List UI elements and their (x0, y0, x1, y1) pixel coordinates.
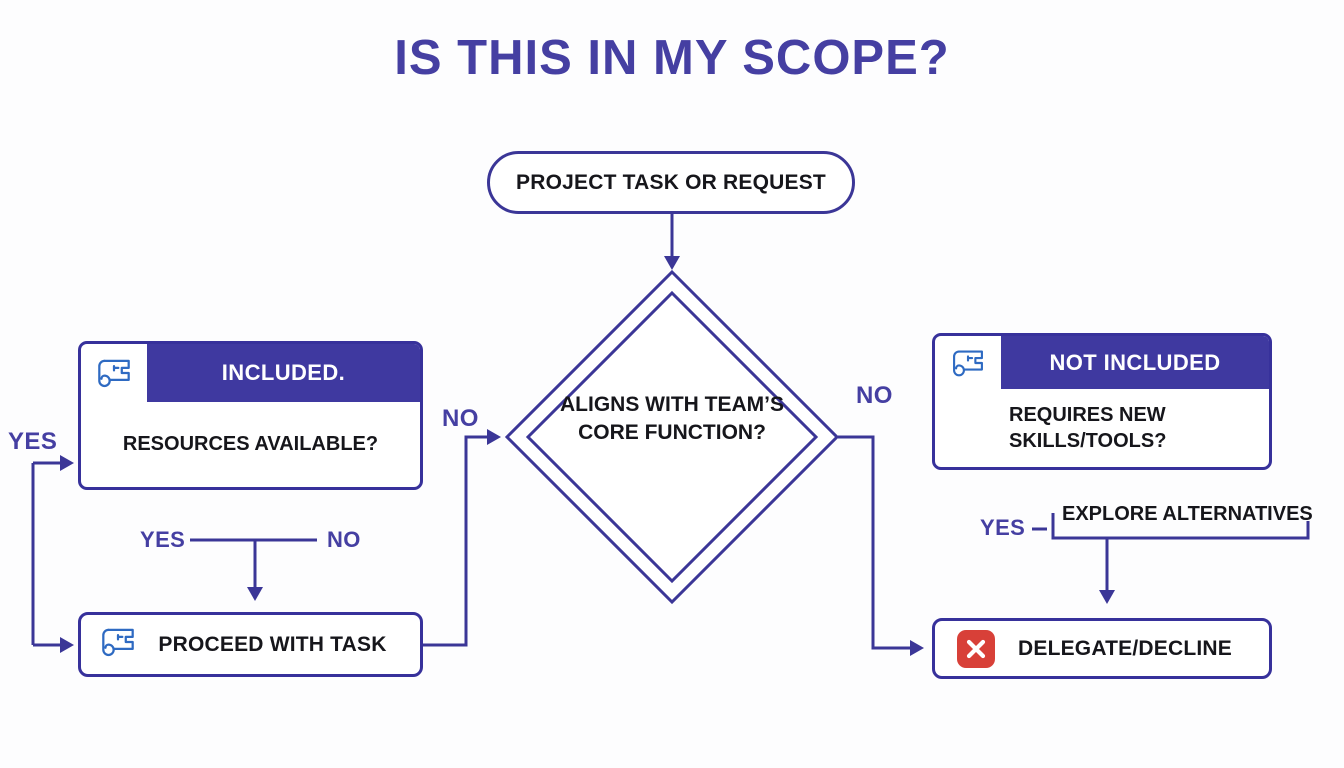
arrow-yes-left-bracket (31, 455, 74, 653)
edge-label-yes-right: YES (980, 515, 1026, 540)
edge-label-yes-far-left: YES (8, 428, 58, 455)
not-included-box: NOT INCLUDED REQUIRES NEW SKILLS/TOOLS? (932, 333, 1272, 470)
explore-alternatives-label: EXPLORE ALTERNATIVES (1062, 503, 1313, 525)
included-box-title: INCLUDED. (221, 360, 346, 385)
included-box-header: INCLUDED. (81, 344, 420, 402)
arrow-no-to-decision-left (423, 429, 501, 647)
arrow-yes-explore-bracket (1032, 513, 1310, 604)
decision-label: ALIGNS WITH TEAM’S CORE FUNCTION? (560, 393, 784, 444)
page-title: IS THIS IN MY SCOPE? (394, 31, 950, 85)
decision-diamond (504, 269, 840, 605)
blueprint-scroll-icon (81, 344, 147, 402)
included-box-question: RESOURCES AVAILABLE? (122, 433, 379, 455)
edge-label-no-mid-left: NO (327, 527, 361, 552)
not-included-box-question: REQUIRES NEW SKILLS/TOOLS? (1009, 404, 1167, 452)
blueprint-scroll-icon (935, 336, 1001, 389)
arrow-no-to-delegate (838, 435, 924, 656)
start-node: PROJECT TASK OR REQUEST (487, 151, 855, 214)
delegate-box-label: DELEGATE/DECLINE (1018, 636, 1232, 660)
included-box: INCLUDED. RESOURCES AVAILABLE? (78, 341, 423, 490)
edge-label-yes-mid-left: YES (140, 527, 186, 552)
red-x-icon (957, 629, 995, 668)
edge-label-no-diamond-left: NO (442, 405, 479, 432)
arrow-resources-to-proceed (190, 538, 317, 601)
blueprint-scroll-icon (97, 623, 139, 666)
edge-label-no-diamond-right: NO (856, 382, 893, 409)
not-included-box-header: NOT INCLUDED (935, 336, 1269, 389)
start-node-label: PROJECT TASK OR REQUEST (516, 170, 826, 194)
delegate-box: DELEGATE/DECLINE (932, 618, 1272, 679)
not-included-box-title: NOT INCLUDED (1049, 349, 1221, 375)
proceed-box: PROCEED WITH TASK (78, 612, 423, 677)
proceed-box-label: PROCEED WITH TASK (158, 632, 387, 656)
